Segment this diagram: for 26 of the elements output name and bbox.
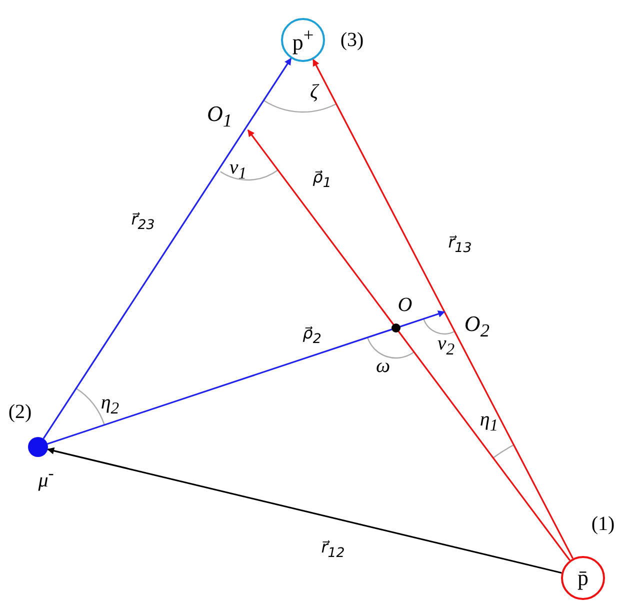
vector-arrow [47,310,446,445]
vector-label: ρ⃗$_{1}$ [312,170,332,190]
angle-label: ζ [310,82,318,102]
vector-label: r⃗$_{23}$ [131,212,155,232]
angle-label: ν$_{1}$ [229,158,247,182]
vector-arrow [42,58,292,440]
vector-arrow [47,447,562,574]
particle-circle [281,18,325,62]
point-label: O [398,295,412,315]
particle-label: p$^{+}$ [292,24,314,56]
particle-dot [28,437,48,457]
angle-label: η$_{1}$ [480,410,498,434]
point-label: O$_{1}$ [207,103,249,131]
vector-label: ρ⃗$_{2}$ [302,326,322,346]
particle-circle [561,556,605,600]
angle-label: ω [376,356,390,376]
index-label: (1) [591,514,615,534]
vector-label: r⃗$_{12}$ [321,540,345,560]
index-label: (3) [340,30,364,50]
particle-label: μ$^{-}$ [38,466,54,490]
angle-label: η$_{2}$ [100,392,120,418]
vector-arrow [247,129,570,561]
vector-label: r⃗$_{13}$ [448,234,472,256]
vector-arrow [312,58,574,559]
index-label: (2) [8,402,32,422]
particle-label: p̄ [578,565,588,591]
